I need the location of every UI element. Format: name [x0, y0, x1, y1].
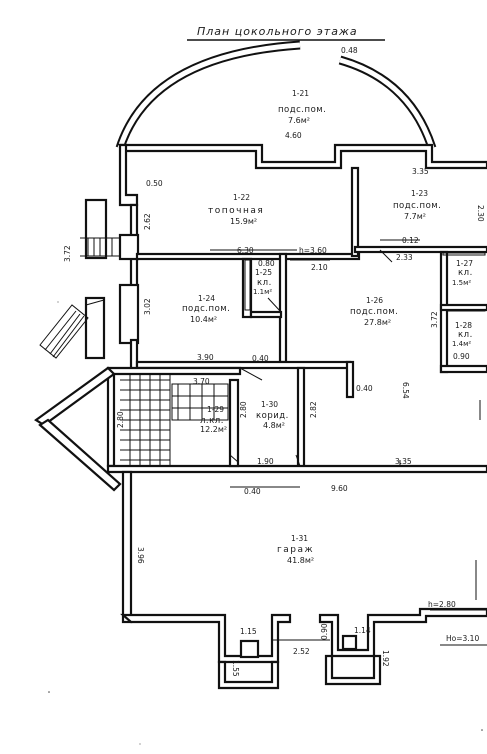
room-1-29: 1-29 л.кл. 12.2м² — [200, 405, 227, 434]
dimension-label: 4.60 — [285, 131, 302, 140]
room-labels: 1-21 подс.пом. 7.6м² 1-22 топочная 15.9м… — [182, 89, 473, 565]
room-id: 1-31 — [291, 534, 308, 543]
dimension-label: 2.10 — [311, 263, 328, 272]
room-id: 1-30 — [261, 400, 278, 409]
room-name: л.кл. — [200, 416, 224, 426]
dimension-label: 1.92 — [381, 650, 390, 667]
room-id: 1-26 — [366, 296, 383, 305]
dimension-label: 6.30 — [237, 246, 254, 255]
dimension-label: h=2.80 — [428, 600, 456, 609]
dimension-label: 6.54 — [401, 382, 410, 399]
dimension-label: 2.30 — [476, 205, 485, 222]
dimension-label: 3.35 — [412, 167, 429, 176]
scan-artifacts — [48, 301, 483, 745]
room-area: 1.1м² — [253, 288, 272, 296]
room-1-31: 1-31 гараж 41.8м² — [277, 534, 314, 565]
room-area: 10.4м² — [190, 315, 217, 324]
room-area: 15.9м² — [230, 217, 257, 226]
dimension-lines — [210, 239, 487, 646]
dimension-label: 2.82 — [309, 401, 318, 418]
room-id: 1-22 — [233, 193, 250, 202]
room-name: подс.пом. — [393, 201, 441, 211]
dimension-label: 3.72 — [63, 245, 72, 262]
room-id: 1-27 — [456, 259, 473, 268]
room-1-21: 1-21 подс.пом. 7.6м² — [278, 89, 326, 125]
apse-walls — [115, 40, 437, 150]
room-name: кл. — [458, 268, 473, 278]
room-name: подс.пом. — [182, 304, 230, 314]
dimension-label: 0.80 — [258, 259, 275, 268]
room-1-22: 1-22 топочная 15.9м² — [208, 193, 264, 226]
dimension-label: 0.40 — [356, 384, 373, 393]
room-name: гараж — [277, 545, 314, 555]
room-name: кл. — [257, 278, 272, 288]
room-name: корид. — [256, 411, 289, 421]
room-area: 12.2м² — [200, 425, 227, 434]
interior-details — [39, 237, 486, 600]
dimension-label: 3.72 — [430, 311, 439, 328]
dimension-label: 2.33 — [396, 253, 413, 262]
room-1-25: 1-25 кл. 1.1м² — [253, 268, 272, 296]
dimension-label: 3.35 — [395, 457, 412, 466]
dimension-label: 3.96 — [136, 547, 145, 564]
dimension-labels: 0.48 4.60 3.35 0.50 2.62 2.30 3.72 6.30 … — [63, 46, 485, 677]
dimension-label: 1.55 — [231, 660, 240, 677]
room-area: 1.5м² — [452, 279, 471, 287]
dimension-label: 2.80 — [239, 401, 248, 418]
room-1-27: 1-27 кл. 1.5м² — [452, 259, 473, 287]
dimension-label: 3.02 — [143, 298, 152, 315]
room-area: 7.6м² — [288, 116, 310, 125]
room-area: 7.7м² — [404, 212, 426, 221]
dimension-label: 1.14 — [354, 626, 371, 635]
room-1-26: 1-26 подс.пом. 27.8м² — [350, 296, 398, 327]
dimension-label: 0.48 — [341, 46, 358, 55]
room-id: 1-29 — [207, 405, 224, 414]
room-id: 1-25 — [255, 268, 272, 277]
room-name: подс.пом. — [350, 307, 398, 317]
dimension-label: Hо=3.10 — [446, 634, 479, 643]
room-area: 41.8м² — [287, 556, 314, 565]
room-name: кл. — [458, 330, 473, 340]
room-1-28: 1-28 кл. 1.4м² — [452, 321, 473, 348]
dimension-label: 0.90 — [453, 352, 470, 361]
dimension-label: 9.60 — [331, 484, 348, 493]
room-1-23: 1-23 подс.пом. 7.7м² — [393, 189, 441, 221]
dimension-label: 0.12 — [402, 236, 419, 245]
room-1-24: 1-24 подс.пом. 10.4м² — [182, 294, 230, 324]
room-id: 1-23 — [411, 189, 428, 198]
dimension-label: 2.52 — [293, 647, 310, 656]
room-name: топочная — [208, 206, 264, 216]
outer-walls — [34, 143, 487, 690]
room-id: 1-21 — [292, 89, 309, 98]
room-id: 1-28 — [455, 321, 472, 330]
dimension-label: 0.90 — [320, 623, 329, 640]
room-name: подс.пом. — [278, 105, 326, 115]
dimension-label: 0.40 — [244, 487, 261, 496]
dimension-label: 3.90 — [197, 353, 214, 362]
plan-title: План цокольного этажа — [197, 25, 358, 38]
room-area: 4.8м² — [263, 421, 285, 430]
room-id: 1-24 — [198, 294, 215, 303]
room-area: 1.4м² — [452, 340, 471, 348]
dimension-label: 0.50 — [146, 179, 163, 188]
dimension-label: 1.90 — [257, 457, 274, 466]
dimension-label: h=3.60 — [299, 246, 327, 255]
room-area: 27.8м² — [364, 318, 391, 327]
dimension-label: 2.62 — [143, 213, 152, 230]
dimension-label: 1.15 — [240, 627, 257, 636]
dimension-label: 3.70 — [193, 377, 210, 386]
room-1-30: 1-30 корид. 4.8м² — [256, 400, 289, 430]
dimension-label: 0.40 — [252, 354, 269, 363]
dimension-label: 2.80 — [116, 411, 125, 428]
